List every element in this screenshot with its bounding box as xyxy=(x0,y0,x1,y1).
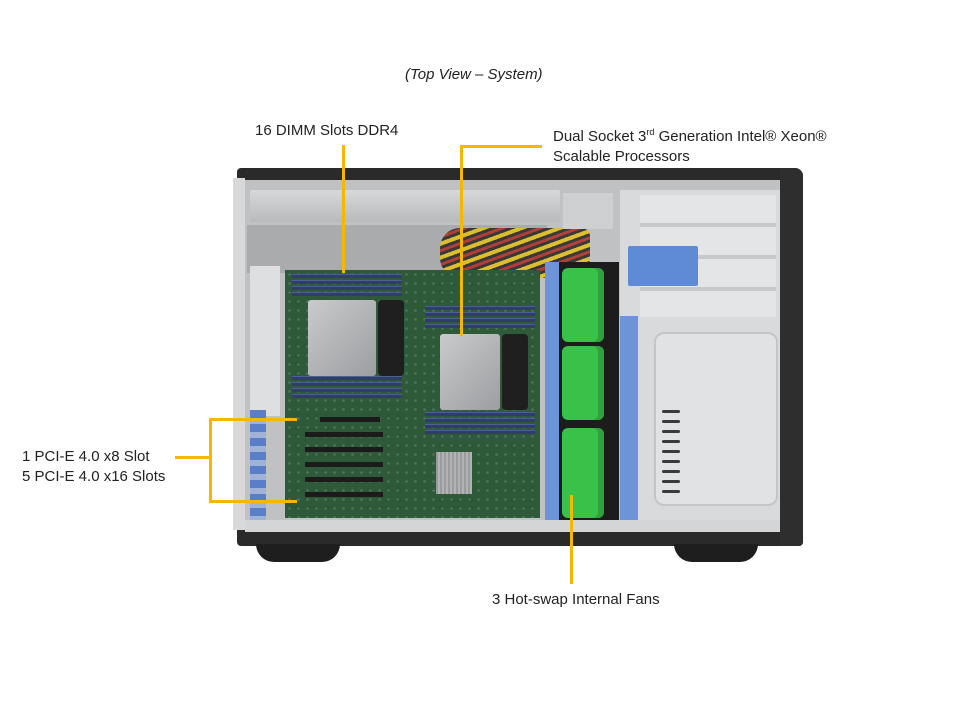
dimm-slot xyxy=(292,280,402,284)
cpu-callout-line-horizontal xyxy=(460,145,542,148)
dimm-slot xyxy=(425,424,535,428)
chassis-foot xyxy=(674,544,758,562)
vent-slot xyxy=(662,430,680,433)
vent-slot xyxy=(662,450,680,453)
dimm-callout-line xyxy=(342,145,345,273)
fans-callout-label: 3 Hot-swap Internal Fans xyxy=(492,591,660,608)
dimm-slot xyxy=(425,418,535,422)
cpu-callout-label-line1: Dual Socket 3rd Generation Intel® Xeon® xyxy=(553,127,827,147)
dimm-slot xyxy=(425,318,535,322)
psu-bracket xyxy=(250,190,560,222)
fan-frame xyxy=(545,262,559,524)
dimm-slot xyxy=(425,324,535,328)
cpu-callout-label-line2: Scalable Processors xyxy=(553,148,690,165)
hdd-rail xyxy=(620,316,638,521)
cpu-label-text: Dual Socket 3 xyxy=(553,128,647,145)
pcie-x16-slot xyxy=(305,432,383,437)
hot-swap-fan xyxy=(562,428,604,518)
vent-slot xyxy=(662,440,680,443)
dimm-slot xyxy=(292,394,402,398)
dimm-slot xyxy=(425,412,535,416)
vent-slot xyxy=(662,420,680,423)
cpu-callout-line-vertical xyxy=(460,145,463,336)
vent-slot xyxy=(662,480,680,483)
pcie-x16-slot xyxy=(305,462,383,467)
dimm-callout-label: 16 DIMM Slots DDR4 xyxy=(255,122,399,139)
hot-swap-fan xyxy=(562,268,604,342)
diagram-title: (Top View – System) xyxy=(405,66,543,83)
dimm-slot xyxy=(292,382,402,386)
hot-swap-fan xyxy=(562,346,604,420)
dimm-slot xyxy=(292,286,402,290)
dimm-slot xyxy=(292,274,402,278)
dimm-slot xyxy=(425,312,535,316)
rear-panel xyxy=(233,178,245,530)
cpu2-heatsink xyxy=(440,334,500,410)
dimm-slot xyxy=(425,430,535,434)
pcie-x8-slot xyxy=(320,417,380,422)
hdd-cage xyxy=(654,332,778,506)
pcie-callout-bracket-bottom xyxy=(209,500,297,503)
pcie-callout-bracket xyxy=(209,418,212,503)
dimm-slot xyxy=(292,388,402,392)
cpu-label-superscript: rd xyxy=(646,127,655,137)
pcie-callout-label-line1: 1 PCI-E 4.0 x8 Slot xyxy=(22,448,150,465)
fans-callout-line xyxy=(570,495,573,584)
io-shield xyxy=(250,266,280,416)
dimm-slot xyxy=(292,376,402,380)
pcie-brackets xyxy=(250,410,266,520)
pcie-x16-slot xyxy=(305,477,383,482)
chassis-foot xyxy=(256,544,340,562)
pcie-x16-slot xyxy=(305,447,383,452)
cpu1-fan xyxy=(378,300,404,376)
pcie-callout-bracket-top xyxy=(209,418,297,421)
dimm-slot xyxy=(292,292,402,296)
pcie-callout-label-line2: 5 PCI-E 4.0 x16 Slots xyxy=(22,468,166,485)
chipset-heatsink xyxy=(436,452,472,494)
vent-slot xyxy=(662,410,680,413)
dimm-slot xyxy=(425,306,535,310)
bottom-rail xyxy=(245,520,780,532)
vent-slot xyxy=(662,490,680,493)
pcie-x16-slot xyxy=(305,492,383,497)
pcie-callout-line-stem xyxy=(175,456,211,459)
cpu1-heatsink xyxy=(308,300,376,376)
front-bezel xyxy=(780,168,803,546)
cpu2-fan xyxy=(502,334,528,410)
vent-slot xyxy=(662,460,680,463)
drive-latch xyxy=(628,246,698,286)
vent-slot xyxy=(662,470,680,473)
cpu-label-text-suffix: Generation Intel® Xeon® xyxy=(654,128,827,145)
psu-connector xyxy=(563,193,613,229)
